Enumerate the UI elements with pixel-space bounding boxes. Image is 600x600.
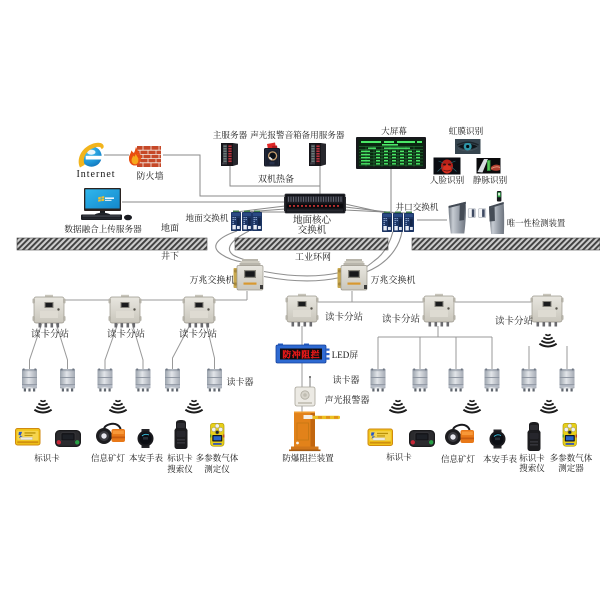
svg-text:防火墙: 防火墙 <box>136 169 163 182</box>
svg-text:交换机: 交换机 <box>298 222 327 236</box>
svg-text:备用服务器: 备用服务器 <box>302 129 345 141</box>
svg-text:人脸识别: 人脸识别 <box>430 174 465 186</box>
svg-text:万兆交换机: 万兆交换机 <box>189 273 234 286</box>
svg-text:测定仪: 测定仪 <box>204 463 230 475</box>
svg-text:虹膜识别: 虹膜识别 <box>449 125 484 137</box>
svg-text:读卡分站: 读卡分站 <box>31 326 70 340</box>
svg-text:读卡分站: 读卡分站 <box>325 309 364 323</box>
svg-text:标识卡: 标识卡 <box>519 452 545 464</box>
svg-text:标识卡: 标识卡 <box>386 451 412 463</box>
svg-text:多参数气体: 多参数气体 <box>196 452 239 464</box>
svg-text:Internet: Internet <box>76 165 115 180</box>
svg-text:标识卡: 标识卡 <box>34 452 60 464</box>
svg-text:读卡分站: 读卡分站 <box>179 326 218 340</box>
svg-text:读卡分站: 读卡分站 <box>107 326 146 340</box>
svg-text:多参数气体: 多参数气体 <box>550 452 593 464</box>
svg-text:双机热备: 双机热备 <box>258 172 294 185</box>
svg-text:井口交换机: 井口交换机 <box>396 201 439 213</box>
svg-text:搜索仪: 搜索仪 <box>167 463 193 475</box>
svg-text:主服务器: 主服务器 <box>213 129 248 141</box>
svg-text:LED屏: LED屏 <box>332 348 359 361</box>
svg-text:读卡分站: 读卡分站 <box>495 313 534 327</box>
svg-text:地面交换机: 地面交换机 <box>186 212 229 224</box>
svg-text:工业环网: 工业环网 <box>295 250 331 263</box>
svg-text:读卡分站: 读卡分站 <box>382 311 421 325</box>
svg-text:搜索仪: 搜索仪 <box>519 462 545 474</box>
svg-text:井下: 井下 <box>161 249 179 262</box>
svg-text:地面: 地面 <box>161 221 179 234</box>
svg-text:大屏幕: 大屏幕 <box>381 125 407 137</box>
svg-text:防爆阻拦装置: 防爆阻拦装置 <box>282 452 334 464</box>
svg-text:静脉识别: 静脉识别 <box>473 174 508 186</box>
svg-text:读卡器: 读卡器 <box>226 375 253 388</box>
svg-text:测定器: 测定器 <box>558 462 584 474</box>
svg-text:数据融合上传服务器: 数据融合上传服务器 <box>64 223 142 235</box>
svg-text:声光报警器: 声光报警器 <box>324 393 369 406</box>
svg-text:读卡器: 读卡器 <box>332 373 359 386</box>
svg-text:声光报警音箱: 声光报警音箱 <box>250 129 302 141</box>
svg-text:本安手表: 本安手表 <box>483 453 518 465</box>
svg-text:万兆交换机: 万兆交换机 <box>370 273 415 286</box>
svg-text:信息矿灯: 信息矿灯 <box>441 453 476 465</box>
svg-text:标识卡: 标识卡 <box>167 452 193 464</box>
svg-text:本安手表: 本安手表 <box>129 452 164 464</box>
svg-text:唯一性检测装置: 唯一性检测装置 <box>507 217 566 229</box>
svg-text:地面核心: 地面核心 <box>293 212 332 226</box>
svg-text:信息矿灯: 信息矿灯 <box>91 452 126 464</box>
